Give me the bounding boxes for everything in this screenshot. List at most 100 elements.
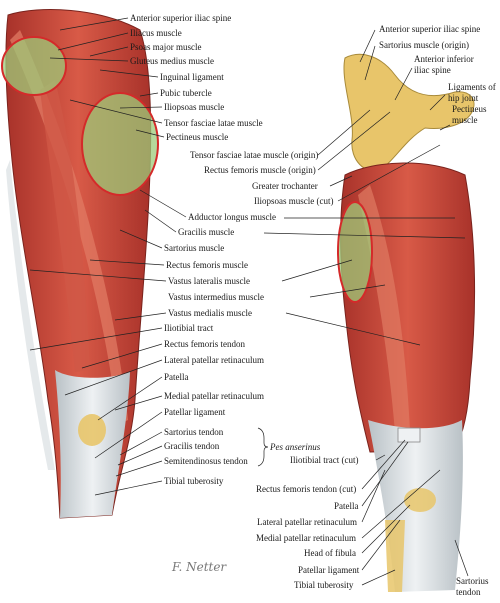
leader-line-l-adductor xyxy=(139,189,187,218)
label-r-rectus-femoris-origin: Rectus femoris muscle (origin) xyxy=(204,165,316,175)
leader-line-vint-cross xyxy=(309,284,386,298)
label-rectus-femoris-muscle: Rectus femoris muscle xyxy=(166,260,248,270)
label-gluteus-medius-muscle: Gluteus medius muscle xyxy=(130,56,214,66)
label-semitendinosus-tendon: Semitendinosus tendon xyxy=(164,456,248,466)
label-medial-patellar-retinaculum: Medial patellar retinaculum xyxy=(164,391,264,401)
label-tibial-tuberosity-left: Tibial tuberosity xyxy=(164,476,224,486)
label-adductor-longus-muscle: Adductor longus muscle xyxy=(188,212,276,222)
leader-line-r-sart xyxy=(364,45,376,81)
label-sartorius-tendon: Sartorius tendon xyxy=(164,427,224,437)
leader-line-l-patlig xyxy=(94,411,163,459)
left-iliotibial-tract xyxy=(6,160,55,470)
label-iliopsoas-muscle: Iliopsoas muscle xyxy=(164,102,225,112)
leader-line-l-sartorius xyxy=(119,229,163,249)
leader-line-l-vlat xyxy=(29,269,167,282)
leader-line-l-semi-t xyxy=(115,460,163,477)
leader-line-r-patella xyxy=(361,441,409,507)
label-r-ligaments-of-hip-joint: Ligaments of hip joint xyxy=(448,82,496,103)
label-vastus-lateralis-muscle: Vastus lateralis muscle xyxy=(168,276,250,286)
leader-line-l-tensor xyxy=(69,99,163,124)
leader-line-gracilis-cross xyxy=(263,232,466,239)
leader-line-l-pubic xyxy=(139,92,159,97)
right-thigh-view xyxy=(337,53,476,592)
leader-line-r-ilio xyxy=(337,144,441,202)
leader-line-r-tt xyxy=(361,569,396,586)
leader-line-l-iliopsoas xyxy=(119,106,163,109)
leader-line-l-iliacus xyxy=(57,32,129,51)
left-highlight-gluteus xyxy=(1,36,67,96)
leader-line-l-rectus xyxy=(89,259,165,266)
leader-line-l-inguinal xyxy=(99,69,159,78)
left-thigh-view xyxy=(1,9,159,519)
label-iliotibial-tract: Iliotibial tract xyxy=(164,323,214,333)
label-anterior-superior-iliac-spine: Anterior superior iliac spine xyxy=(130,13,232,23)
leader-lines xyxy=(29,17,469,586)
label-r-rectus-femoris-tendon-cut: Rectus femoris tendon (cut) xyxy=(256,484,357,494)
label-sartorius-muscle: Sartorius muscle xyxy=(164,243,225,253)
leader-line-r-hof xyxy=(361,504,411,554)
leader-line-l-mpr xyxy=(114,395,163,411)
label-r-tensor-fasciae-latae-origin: Tensor fasciae latae muscle (origin) xyxy=(190,150,319,160)
right-highlight-tensor xyxy=(337,201,373,303)
label-r-pectineus-muscle: Pectineus muscle xyxy=(452,104,487,125)
leader-line-r-aiis xyxy=(394,67,413,101)
leader-line-r-rft xyxy=(361,439,406,490)
leader-line-l-rft xyxy=(81,343,163,369)
left-rectus-femoris xyxy=(40,80,90,372)
pes-anserinus-brace xyxy=(257,427,269,467)
leader-line-l-gracilis xyxy=(144,209,177,233)
label-r-anterior-superior-iliac-spine: Anterior superior iliac spine xyxy=(379,24,481,34)
label-lateral-patellar-retinaculum: Lateral patellar retinaculum xyxy=(164,355,264,365)
leader-line-r-itt xyxy=(375,454,386,461)
leader-line-r-pl xyxy=(361,519,401,571)
right-pelvis xyxy=(343,53,475,172)
label-pubic-tubercle: Pubic tubercle xyxy=(160,88,212,98)
leader-line-l-patella xyxy=(97,376,163,421)
leader-line-vmed-cross xyxy=(285,312,421,346)
leader-line-l-itt xyxy=(29,327,163,351)
leader-line-l-grac-t xyxy=(117,445,163,466)
label-pes-anserinus: Pes anserinus xyxy=(270,442,321,452)
label-patella: Patella xyxy=(164,372,189,382)
leader-line-r-gt xyxy=(329,175,353,187)
leader-line-l-psoas xyxy=(89,46,129,57)
leader-line-r-asis xyxy=(359,29,376,63)
leader-line-l-sart-t xyxy=(119,431,163,456)
label-psoas-major-muscle: Psoas major muscle xyxy=(130,42,202,52)
label-r-greater-trochanter: Greater trochanter xyxy=(252,181,318,191)
leader-line-r-lig xyxy=(429,94,446,111)
leader-line-l-lpr xyxy=(64,359,163,396)
right-fibula-head xyxy=(404,488,436,512)
label-r-sartorius-tendon: Sartorius tendon xyxy=(456,576,489,597)
label-inguinal-ligament: Inguinal ligament xyxy=(160,72,224,82)
leader-line-r-sart-t xyxy=(454,539,469,577)
leader-line-l-asis xyxy=(59,17,129,31)
label-gracilis-tendon: Gracilis tendon xyxy=(164,441,220,451)
label-r-tibial-tuberosity: Tibial tuberosity xyxy=(294,580,354,590)
artist-signature: F. Netter xyxy=(172,560,227,574)
leader-line-l-gluteus xyxy=(49,57,129,62)
right-tibia xyxy=(385,520,405,592)
label-r-iliopsoas-cut: Iliopsoas muscle (cut) xyxy=(254,196,334,206)
label-r-iliotibial-tract-cut: Iliotibial tract (cut) xyxy=(290,455,359,465)
leader-line-r-lpr xyxy=(361,469,386,523)
label-r-patella: Patella xyxy=(334,501,359,511)
leader-line-l-pectineus xyxy=(135,129,165,138)
leader-line-r-tfl xyxy=(317,109,371,156)
label-tensor-fasciae-latae-muscle: Tensor fasciae latae muscle xyxy=(164,118,263,128)
leader-line-r-rf xyxy=(317,111,391,171)
label-r-head-of-fibula: Head of fibula xyxy=(304,548,356,558)
label-r-lateral-patellar-retinaculum: Lateral patellar retinaculum xyxy=(257,517,357,527)
leader-line-r-pect xyxy=(439,124,451,131)
label-r-patellar-ligament: Patellar ligament xyxy=(298,565,360,575)
leader-line-vlat-cross xyxy=(281,259,353,282)
label-patellar-ligament: Patellar ligament xyxy=(164,407,226,417)
label-gracilis-muscle: Gracilis muscle xyxy=(178,227,235,237)
label-iliacus-muscle: Iliacus muscle xyxy=(130,28,182,38)
leader-line-l-vmed xyxy=(114,312,167,321)
leader-line-r-mpr xyxy=(361,469,441,539)
left-highlight-tensor xyxy=(81,92,159,196)
label-vastus-medialis-muscle: Vastus medialis muscle xyxy=(168,308,252,318)
left-patella xyxy=(78,414,106,446)
